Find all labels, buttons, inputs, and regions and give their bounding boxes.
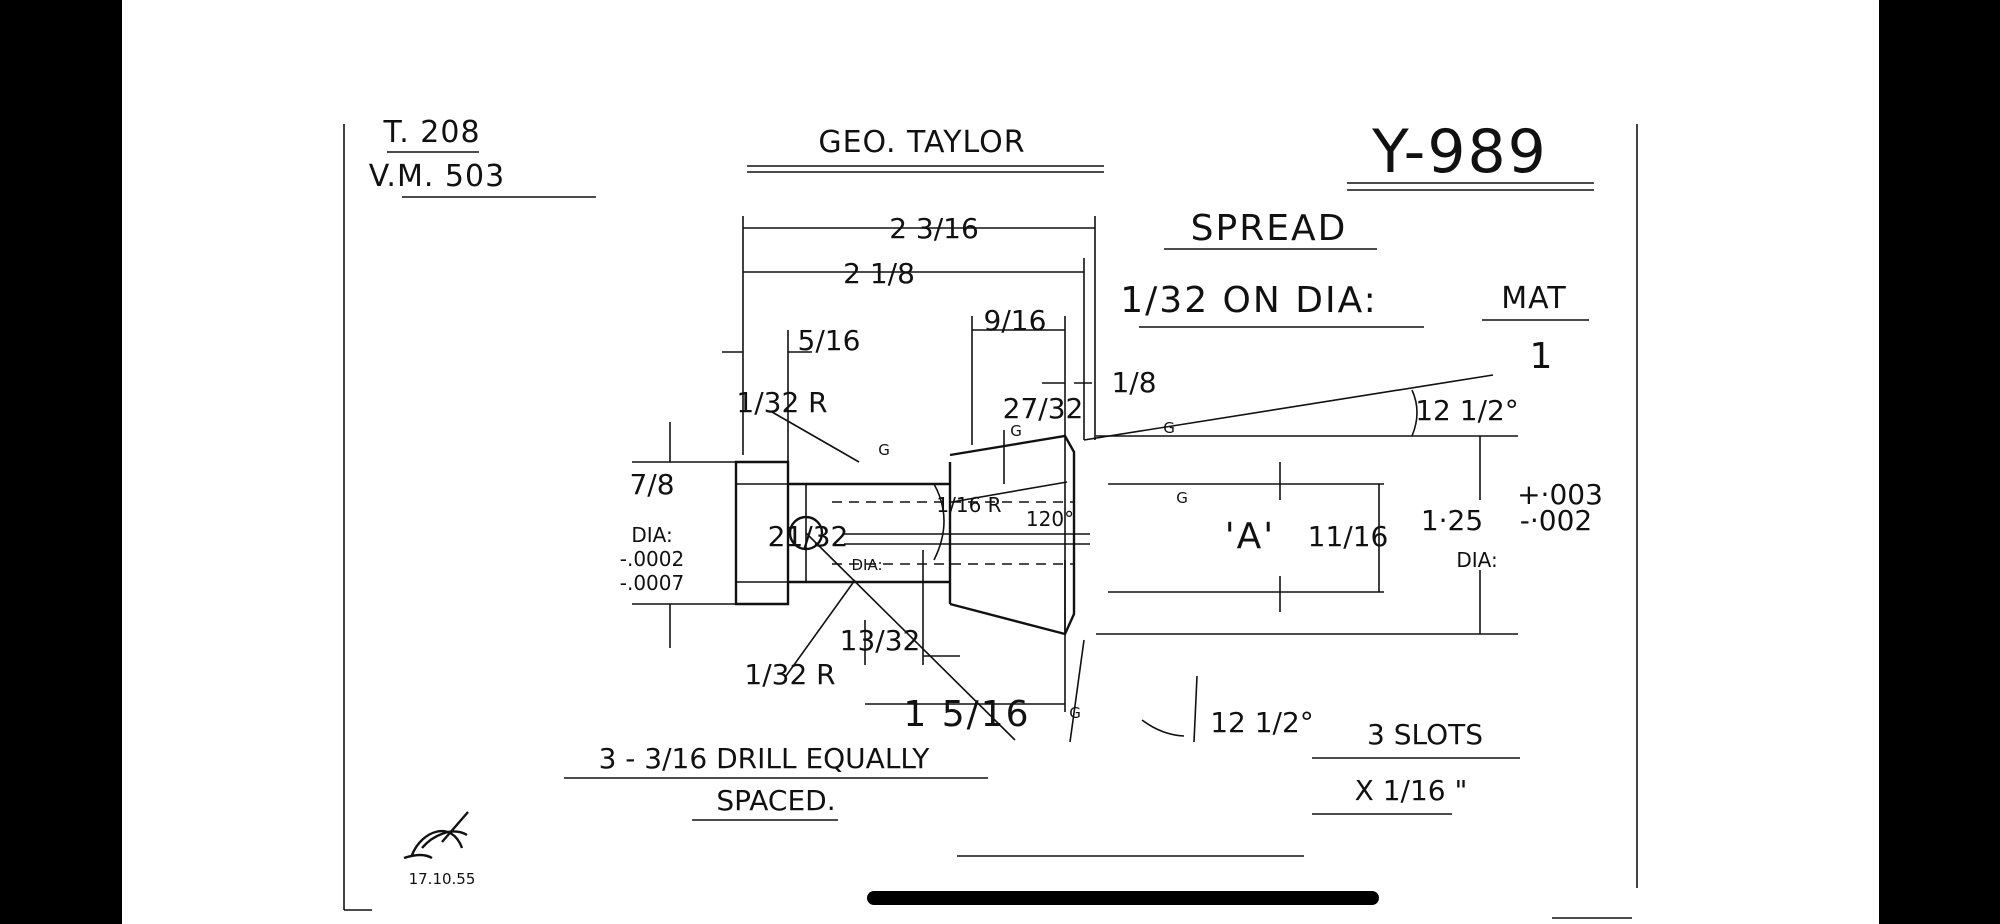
dim-head-dia-label: DIA: [631,523,672,547]
dim-outer-dia: 1·25 [1421,504,1483,537]
dim-cone-angle: 120° [1026,507,1074,531]
dim-taper-length: 9/16 [984,304,1047,337]
dim-bore-dia: 11/16 [1308,520,1389,553]
dim-head-dia-tol-1: -.0002 [620,547,684,571]
dim-head-dia-tol-2: -.0007 [620,571,684,595]
dim-head-radius: 1/32 R [736,386,827,419]
dim-slot-length: 1 5/16 [903,694,1030,735]
drawing-sheet: T. 208 V.M. 503 GEO. TAYLOR Y-989 SPREAD… [122,0,1879,924]
signature [403,811,469,860]
dim-drill-offset: 13/32 [840,624,921,657]
note-drill-line-1: 3 - 3/16 DRILL EQUALLY [599,742,931,775]
note-slots-line-1: 3 SLOTS [1367,718,1483,751]
dim-bottom-radius: 1/32 R [744,658,835,691]
note-slots-line-2: X 1/16 " [1355,774,1468,807]
dim-neck-dia-label: DIA: [851,556,882,574]
grind-mark: G [1069,704,1081,722]
mat-value: 1 [1530,336,1555,377]
note-drill-line-2: SPACED. [716,784,835,817]
grind-mark: G [1176,489,1188,507]
dim-outer-tol-plus: +·003 [1517,478,1603,511]
dim-outer-dia-label: DIA: [1456,548,1497,572]
mat-label: MAT [1501,281,1566,316]
bore-label: 'A' [1225,516,1275,557]
ref-code-1: T. 208 [382,115,480,150]
grind-mark: G [1163,419,1175,437]
spread-value: 1/32 ON DIA: [1120,280,1377,321]
dim-neck-position: 27/32 [1003,392,1084,425]
part-number: Y-989 [1371,117,1548,187]
dim-neck-dia: 21/32 [768,520,849,553]
dim-fillet-radius: 1/16 R [936,493,1001,517]
dim-nose-width: 1/8 [1111,366,1156,399]
dim-head-dia: 7/8 [629,468,674,501]
signature-date: 17.10.55 [409,870,476,888]
technical-drawing: T. 208 V.M. 503 GEO. TAYLOR Y-989 SPREAD… [343,115,1638,919]
dim-head-width: 5/16 [798,324,861,357]
grind-mark: G [1010,422,1022,440]
ref-code-2: V.M. 503 [369,159,505,194]
dim-taper-angle-top: 12 1/2° [1415,394,1519,427]
dim-outer-tol-minus: -·002 [1520,504,1592,537]
collet-head [734,460,790,606]
spread-label: SPREAD [1191,208,1348,249]
collet-taper [949,434,1076,636]
grind-mark: G [878,441,890,459]
maker-name: GEO. TAYLOR [818,125,1025,160]
dim-overall-length: 2 3/16 [889,212,979,245]
home-indicator[interactable] [867,891,1379,905]
dim-taper-angle-bottom: 12 1/2° [1210,706,1314,739]
dim-body-length: 2 1/8 [843,257,915,290]
